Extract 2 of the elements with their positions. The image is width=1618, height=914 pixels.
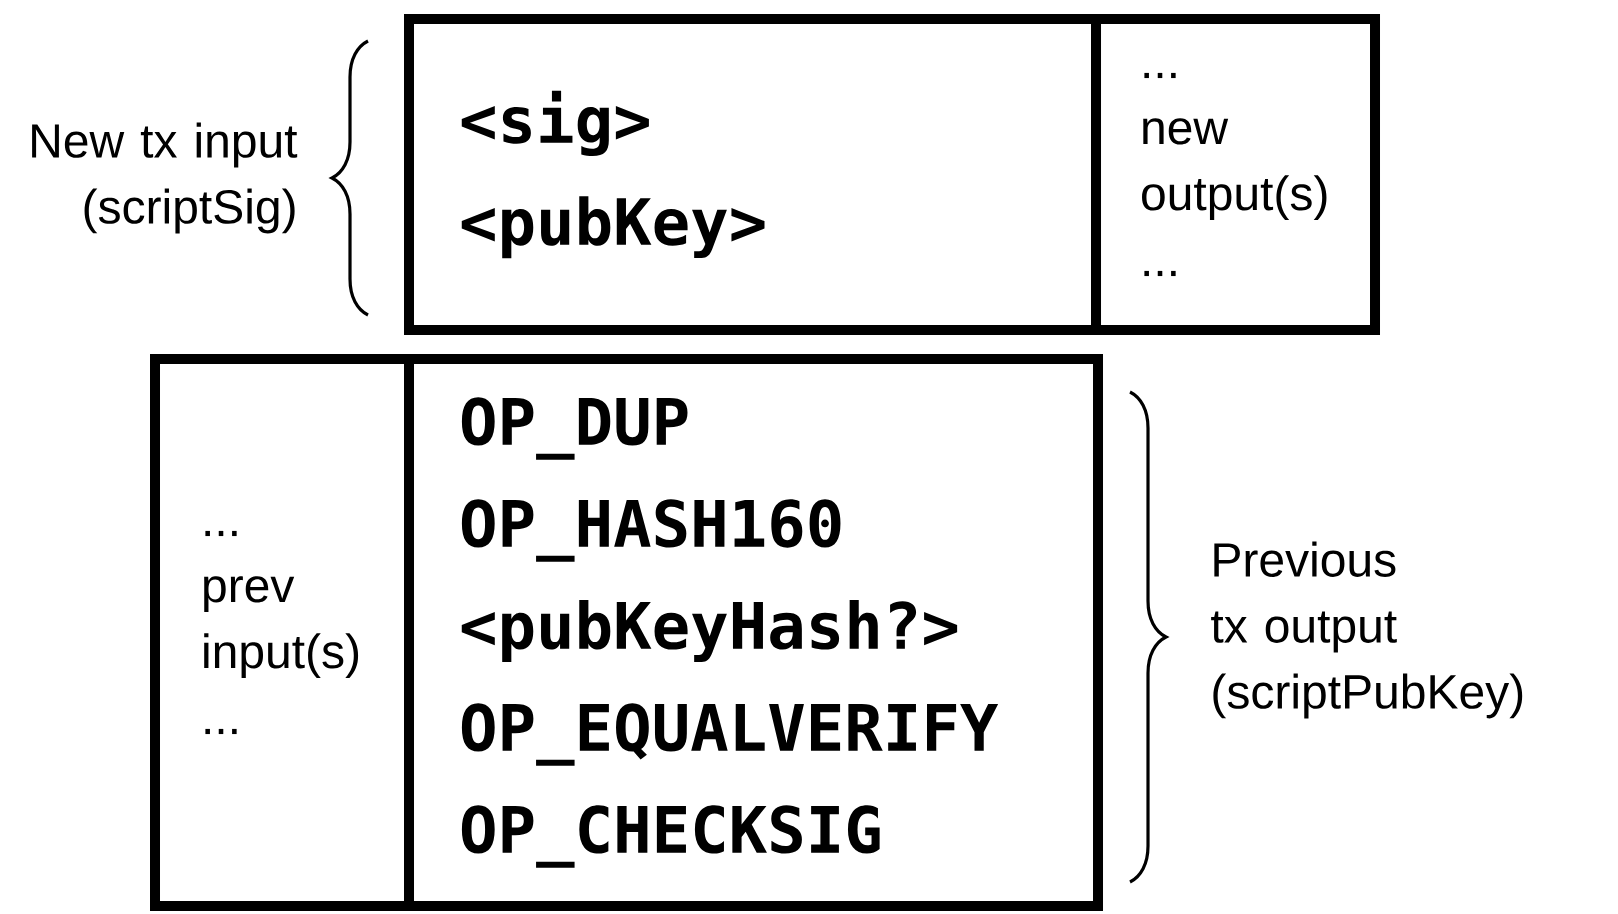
brace-label: New tx input (scriptSig) [32, 122, 298, 234]
brace-label: Previous tx output (scriptPubKey) [1211, 541, 1523, 719]
